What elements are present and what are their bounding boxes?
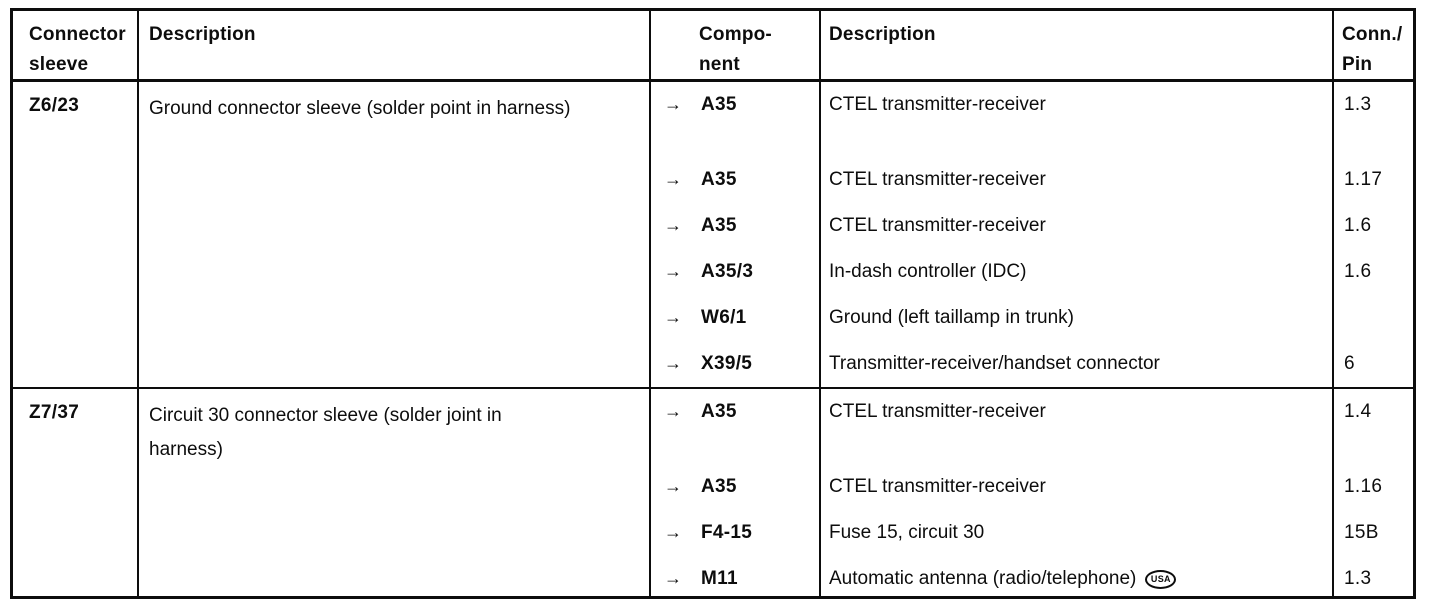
table-header-row: Connector sleeve Description Compo- nent… [13, 11, 1413, 82]
component-cell: → A35 [651, 82, 819, 157]
component-cell: → F4-15 [651, 510, 819, 556]
pin-value: 1.16 [1344, 476, 1383, 497]
component-id: F4-15 [701, 522, 753, 543]
pin-value: 1.3 [1344, 568, 1372, 589]
pin-value: 1.3 [1344, 94, 1372, 115]
pin-column: 1.3 1.17 1.6 1.6 6 [1332, 82, 1413, 387]
arrow-icon: → [664, 169, 682, 189]
component-description: CTEL transmitter-receiver [829, 215, 1046, 236]
arrow-icon: → [664, 261, 682, 281]
sleeve-description-text: Ground connector sleeve (solder point in… [149, 98, 571, 119]
pin-value [1334, 295, 1413, 341]
component-id: A35 [701, 169, 737, 190]
component-cell: → A35 [651, 203, 819, 249]
arrow-icon: → [664, 401, 682, 421]
header-connector-sleeve: Connector sleeve [29, 24, 126, 75]
arrow-icon: → [664, 568, 682, 588]
sleeve-description: Ground connector sleeve (solder point in… [137, 82, 649, 387]
header-conn-pin: Conn./ Pin [1332, 11, 1413, 79]
component-description-column: CTEL transmitter-receiver CTEL transmitt… [819, 82, 1332, 387]
component-cell: → W6/1 [651, 295, 819, 341]
sleeve-id: Z6/23 [29, 95, 80, 116]
pin-value: 15B [1344, 522, 1379, 543]
component-description: Automatic antenna (radio/telephone) USA [821, 556, 1332, 596]
header-component: Compo- nent [649, 11, 819, 79]
pin-column: 1.4 1.16 15B 1.3 [1332, 389, 1413, 596]
component-description: Ground (left taillamp in trunk) [829, 307, 1074, 328]
component-id: W6/1 [701, 307, 747, 328]
sleeve-id: Z7/37 [29, 402, 80, 423]
component-description: Fuse 15, circuit 30 [829, 522, 985, 543]
component-id: A35 [701, 401, 737, 422]
sleeve-description: Circuit 30 connector sleeve (solder join… [137, 389, 649, 596]
component-description-column: CTEL transmitter-receiver CTEL transmitt… [819, 389, 1332, 596]
component-cell: → A35 [651, 157, 819, 203]
component-id: A35 [701, 215, 737, 236]
arrow-icon: → [664, 94, 682, 114]
usa-market-badge-icon: USA [1145, 570, 1177, 589]
arrow-icon: → [664, 215, 682, 235]
table-row-z6-23: Z6/23 Ground connector sleeve (solder po… [13, 82, 1413, 387]
arrow-icon: → [664, 476, 682, 496]
header-description-right: Description [819, 11, 1332, 79]
pin-value: 1.6 [1344, 261, 1372, 282]
arrow-icon: → [664, 353, 682, 373]
pin-value: 1.17 [1344, 169, 1383, 190]
component-cell: → A35/3 [651, 249, 819, 295]
pin-value: 1.4 [1344, 401, 1372, 422]
arrow-icon: → [664, 307, 682, 327]
component-description: In-dash controller (IDC) [829, 261, 1027, 282]
component-description: CTEL transmitter-receiver [829, 401, 1046, 422]
sleeve-description-text: Circuit 30 connector sleeve (solder join… [149, 405, 502, 460]
component-cell: → A35 [651, 464, 819, 510]
component-id: A35/3 [701, 261, 754, 282]
component-cell: → M11 [651, 556, 819, 596]
arrow-icon: → [664, 522, 682, 542]
component-id: X39/5 [701, 353, 753, 374]
component-cell: → X39/5 [651, 341, 819, 387]
pin-value: 6 [1344, 353, 1355, 374]
component-id: A35 [701, 94, 737, 115]
component-description: CTEL transmitter-receiver [829, 169, 1046, 190]
component-column: → A35 → A35 → A35 → A35/3 → W6/1 [649, 82, 819, 387]
component-description: CTEL transmitter-receiver [829, 94, 1046, 115]
component-description-text: Automatic antenna (radio/telephone) [829, 568, 1137, 589]
header-description-left: Description [137, 11, 649, 79]
component-cell: → A35 [651, 389, 819, 464]
connector-sleeve-table: Connector sleeve Description Compo- nent… [10, 8, 1416, 599]
component-id: M11 [701, 568, 738, 589]
component-description: CTEL transmitter-receiver [829, 476, 1046, 497]
table-row-z7-37: Z7/37 Circuit 30 connector sleeve (solde… [13, 387, 1413, 596]
pin-value: 1.6 [1344, 215, 1372, 236]
component-description: Transmitter-receiver/handset connector [829, 353, 1160, 374]
component-id: A35 [701, 476, 737, 497]
component-column: → A35 → A35 → F4-15 → M11 [649, 389, 819, 596]
